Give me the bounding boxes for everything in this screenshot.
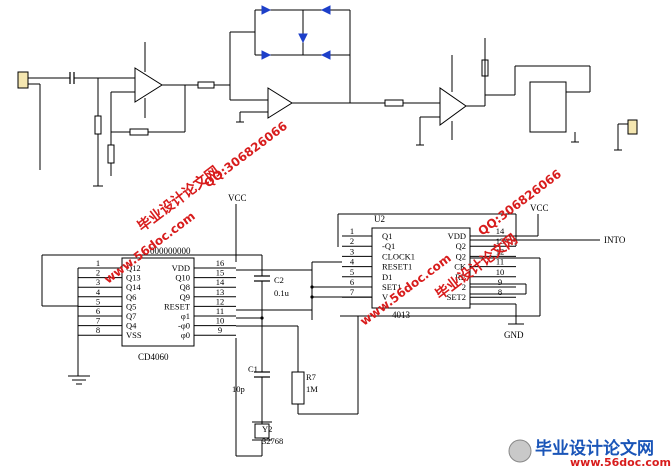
pin-label: SET1 <box>382 282 401 292</box>
pin-number: 9 <box>498 277 502 287</box>
pin-label: Q2 <box>456 251 466 261</box>
pin-label: φ1 <box>181 311 190 321</box>
y2-value: 32768 <box>262 436 283 446</box>
analog-section <box>17 5 638 187</box>
pin-label: VSS <box>126 330 142 340</box>
y2-ref: Y2 <box>262 424 272 434</box>
pin-label: V <box>382 292 389 302</box>
pin-number: 3 <box>96 277 100 287</box>
gnd-label: GND <box>504 330 524 340</box>
pin-number: 7 <box>350 287 354 297</box>
pin-label: CK <box>454 262 467 272</box>
pin-label: Q5 <box>126 301 136 311</box>
pin-number: 7 <box>96 316 100 326</box>
pin-label: Q7 <box>126 311 136 321</box>
chip-4013-name: 4013 <box>392 310 411 320</box>
vcc-left-label: VCC <box>228 193 247 203</box>
pin-label: -φ0 <box>178 321 190 331</box>
pin-number: 10 <box>216 316 225 326</box>
chip-cd4060-top-value: 000000000 <box>150 246 191 256</box>
pin-label: CLOCK1 <box>382 251 415 261</box>
pin-number: 15 <box>216 268 225 278</box>
pin-number: 4 <box>350 257 355 267</box>
pin-label: RESET1 <box>382 262 412 272</box>
watermark-qq-right: QQ:306826066 <box>475 167 564 239</box>
pin-label: Q4 <box>126 321 137 331</box>
pin-label: Q14 <box>126 282 141 292</box>
pin-number: 16 <box>216 258 225 268</box>
pin-label: RESET <box>164 301 191 311</box>
watermark-qq-left: QQ:306826066 <box>201 119 290 191</box>
c1-value: 10p <box>232 384 245 394</box>
pin-number: 2 <box>96 268 100 278</box>
pin-label: φ0 <box>181 330 190 340</box>
pin-number: 9 <box>218 325 222 335</box>
pin-label: -Q1 <box>382 241 395 251</box>
r7-value: 1M <box>306 384 318 394</box>
into-label: INTO <box>604 235 626 245</box>
pin-label: Q1 <box>382 231 392 241</box>
pin-label: Q6 <box>126 292 136 302</box>
c2-value: 0.1u <box>274 288 290 298</box>
pin-number: 1 <box>350 226 354 236</box>
pin-number: 11 <box>496 257 504 267</box>
pin-number: 11 <box>216 306 224 316</box>
chip-cd4060-name: CD4060 <box>138 352 169 362</box>
pin-number: 10 <box>496 267 505 277</box>
pin-number: 1 <box>96 258 100 268</box>
digital-wiring: VCC C2 0.1u C1 10p Y2 3276 <box>41 193 626 457</box>
pin-label: Q8 <box>180 282 190 292</box>
pin-number: 14 <box>216 277 225 287</box>
pin-number: 12 <box>496 246 505 256</box>
footer-logo: 毕业设计论文网 www.56doc.com <box>508 438 671 469</box>
pin-number: 6 <box>96 306 100 316</box>
pin-number: 4 <box>96 287 101 297</box>
pin-label: Q10 <box>175 273 190 283</box>
pin-number: 2 <box>350 236 354 246</box>
pin-label: VDD <box>172 263 190 273</box>
pin-number: 13 <box>216 287 225 297</box>
chip-4013-ref: U2 <box>374 214 385 224</box>
c1-ref: C1 <box>248 364 258 374</box>
pin-label: SET2 <box>447 292 466 302</box>
pin-number: 8 <box>96 325 100 335</box>
pin-label: VDD <box>448 231 466 241</box>
pin-number: 6 <box>350 277 354 287</box>
r7-ref: R7 <box>306 372 316 382</box>
c2-ref: C2 <box>274 275 284 285</box>
pin-number: 5 <box>350 267 354 277</box>
pin-label: Q2 <box>456 241 466 251</box>
pin-label: RE <box>455 272 466 282</box>
pin-label: D1 <box>382 272 392 282</box>
footer-brand: 毕业设计论文网 <box>535 438 654 459</box>
vcc-right-label: VCC <box>530 203 549 213</box>
footer-site: www.56doc.com <box>570 456 671 469</box>
pin-number: 12 <box>216 296 225 306</box>
pin-number: 14 <box>496 226 505 236</box>
pin-number: 8 <box>498 287 502 297</box>
pin-number: 3 <box>350 246 354 256</box>
pin-label: 2 <box>462 282 466 292</box>
pin-number: 5 <box>96 296 100 306</box>
pin-label: Q13 <box>126 273 141 283</box>
pin-label: Q12 <box>126 263 141 273</box>
pin-label: Q9 <box>180 292 190 302</box>
pin-number: 13 <box>496 236 505 246</box>
